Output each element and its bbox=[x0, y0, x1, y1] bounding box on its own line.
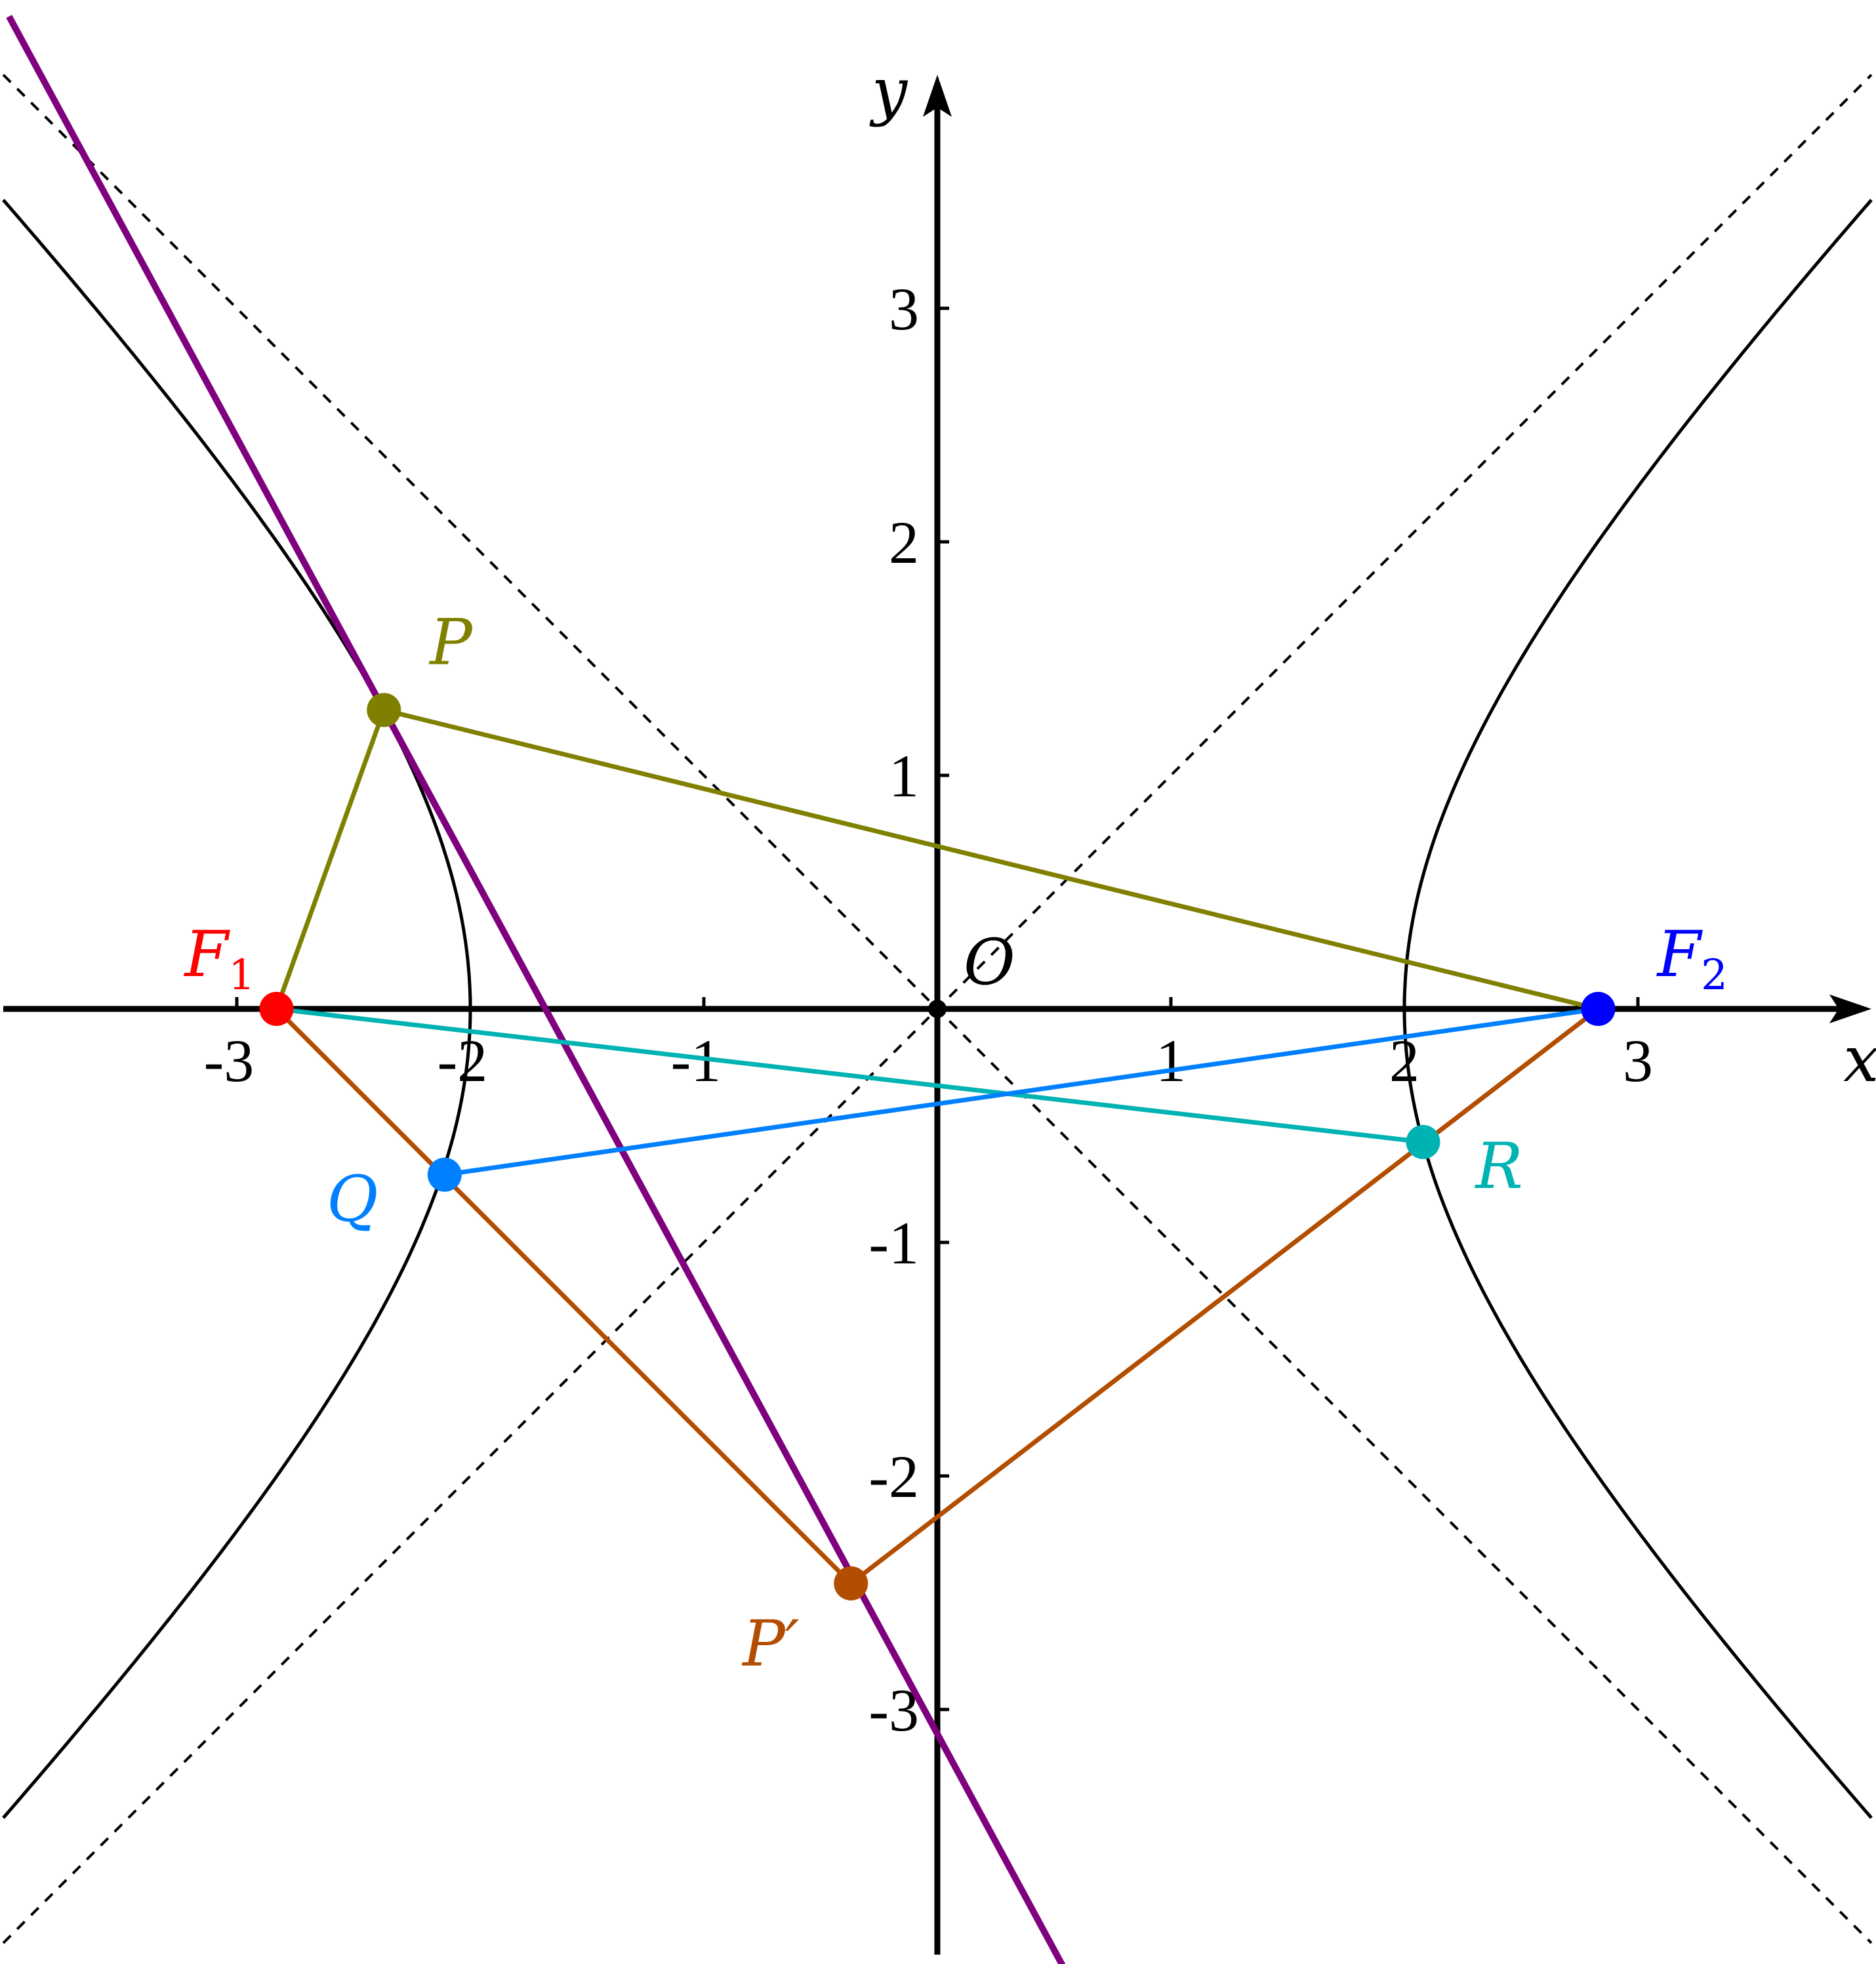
point-label-subscript: 2 bbox=[1701, 951, 1728, 1000]
point-F1 bbox=[259, 992, 294, 1026]
origin-dot bbox=[928, 1000, 947, 1018]
segment-Q-F2 bbox=[444, 1006, 1599, 1177]
y-tick-label: 1 bbox=[889, 743, 919, 809]
point-label-F1: F1 bbox=[184, 918, 255, 1000]
y-tick-label: -2 bbox=[868, 1443, 919, 1510]
tangent-line bbox=[6, 14, 1066, 1964]
segment-F1-R bbox=[276, 1006, 1423, 1145]
segment-F1-P bbox=[274, 709, 386, 1010]
x-tick-label: 3 bbox=[1623, 1027, 1653, 1094]
point-P bbox=[367, 693, 401, 727]
x-tick-label: -2 bbox=[438, 1027, 488, 1094]
y-tick-label: 2 bbox=[889, 509, 919, 576]
point-label-Q: Q bbox=[327, 1162, 378, 1236]
y-tick-label: -1 bbox=[868, 1210, 919, 1277]
origin-label: O bbox=[964, 926, 1015, 999]
y-axis-label: y bbox=[869, 54, 908, 128]
point-Pp bbox=[834, 1566, 868, 1601]
segment-Pp-F2 bbox=[849, 1007, 1600, 1586]
point-R bbox=[1406, 1124, 1440, 1159]
point-F2 bbox=[1581, 992, 1616, 1026]
segment-P-F2 bbox=[383, 707, 1599, 1012]
point-label-subscript: 1 bbox=[228, 951, 255, 1000]
x-tick-label: 1 bbox=[1156, 1027, 1186, 1094]
y-axis-arrow-icon bbox=[923, 75, 952, 117]
segment-F1-Pp bbox=[275, 1007, 853, 1586]
point-label-F2: F2 bbox=[1656, 918, 1727, 1000]
x-tick-label: -3 bbox=[204, 1027, 255, 1094]
point-label-R: R bbox=[1474, 1130, 1522, 1203]
x-axis-label: x bbox=[1843, 1023, 1876, 1096]
point-label-Pp: P′ bbox=[741, 1607, 800, 1681]
point-label-P: P bbox=[428, 605, 473, 679]
point-Q bbox=[427, 1157, 462, 1192]
x-axis-arrow-icon bbox=[1829, 994, 1871, 1023]
y-tick-label: 3 bbox=[889, 276, 919, 342]
